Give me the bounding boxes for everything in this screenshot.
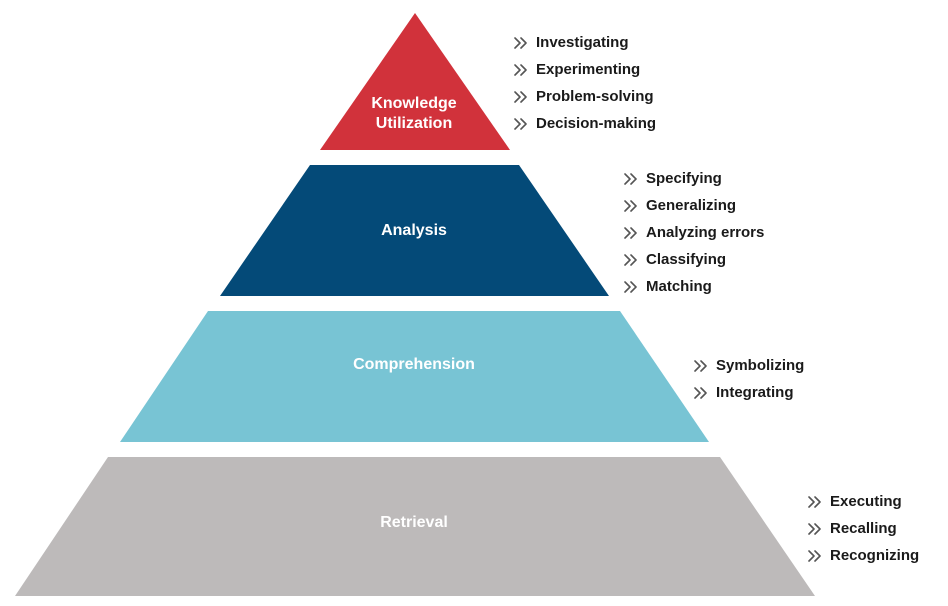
double-chevron-right-icon xyxy=(694,386,707,399)
list-item: Matching xyxy=(624,273,764,300)
tier-label-analysis: Analysis xyxy=(381,221,447,241)
tier-label-comprehension: Comprehension xyxy=(353,355,475,375)
tier-label-line: Comprehension xyxy=(353,356,475,373)
list-item-label: Investigating xyxy=(536,34,629,51)
list-item-label: Matching xyxy=(646,278,712,295)
double-chevron-right-icon xyxy=(624,172,637,185)
list-item-label: Problem-solving xyxy=(536,88,654,105)
tier-label-line: Retrieval xyxy=(380,514,448,531)
tier-label-line: Utilization xyxy=(375,115,453,132)
list-item: Experimenting xyxy=(514,56,656,83)
list-item: Classifying xyxy=(624,246,764,273)
list-item: Problem-solving xyxy=(514,83,656,110)
tier-label-knowledge-utilization: Knowledge Utilization xyxy=(371,94,456,134)
double-chevron-right-icon xyxy=(694,359,707,372)
list-item: Generalizing xyxy=(624,192,764,219)
double-chevron-right-icon xyxy=(514,36,527,49)
double-chevron-right-icon xyxy=(624,199,637,212)
list-item-label: Integrating xyxy=(716,384,794,401)
tier-label-retrieval: Retrieval xyxy=(380,513,448,533)
list-item-label: Symbolizing xyxy=(716,357,805,374)
list-item-label: Specifying xyxy=(646,170,722,187)
tier-knowledge-utilization-shape xyxy=(320,13,510,150)
list-item: Investigating xyxy=(514,29,656,56)
list-item: Decision-making xyxy=(514,110,656,137)
double-chevron-right-icon xyxy=(624,226,637,239)
double-chevron-right-icon xyxy=(808,495,821,508)
list-item: Specifying xyxy=(624,165,764,192)
list-item: Executing xyxy=(808,488,919,515)
tier-comprehension-shape xyxy=(120,311,709,442)
bullets-retrieval: Executing Recalling Recognizing xyxy=(808,488,919,569)
bullets-comprehension: Symbolizing Integrating xyxy=(694,352,804,406)
double-chevron-right-icon xyxy=(624,280,637,293)
tier-retrieval-shape xyxy=(15,457,815,596)
list-item: Recalling xyxy=(808,515,919,542)
tier-label-line: Analysis xyxy=(381,222,447,239)
bullets-knowledge-utilization: Investigating Experimenting Problem-solv… xyxy=(514,29,656,137)
list-item-label: Classifying xyxy=(646,251,727,268)
list-item-label: Generalizing xyxy=(646,197,737,214)
bullets-analysis: Specifying Generalizing Analyzing errors… xyxy=(624,165,764,300)
list-item-label: Recognizing xyxy=(830,547,920,564)
double-chevron-right-icon xyxy=(514,117,527,130)
list-item: Integrating xyxy=(694,379,804,406)
list-item: Recognizing xyxy=(808,542,919,569)
double-chevron-right-icon xyxy=(808,549,821,562)
double-chevron-right-icon xyxy=(514,63,527,76)
double-chevron-right-icon xyxy=(514,90,527,103)
list-item-label: Analyzing errors xyxy=(646,224,765,241)
list-item: Analyzing errors xyxy=(624,219,764,246)
list-item-label: Recalling xyxy=(830,520,897,537)
tier-label-line: Knowledge xyxy=(371,95,457,112)
double-chevron-right-icon xyxy=(808,522,821,535)
double-chevron-right-icon xyxy=(624,253,637,266)
list-item: Symbolizing xyxy=(694,352,804,379)
list-item-label: Decision-making xyxy=(536,115,657,132)
list-item-label: Executing xyxy=(830,493,902,510)
tier-analysis-shape xyxy=(220,165,609,296)
list-item-label: Experimenting xyxy=(536,61,641,78)
